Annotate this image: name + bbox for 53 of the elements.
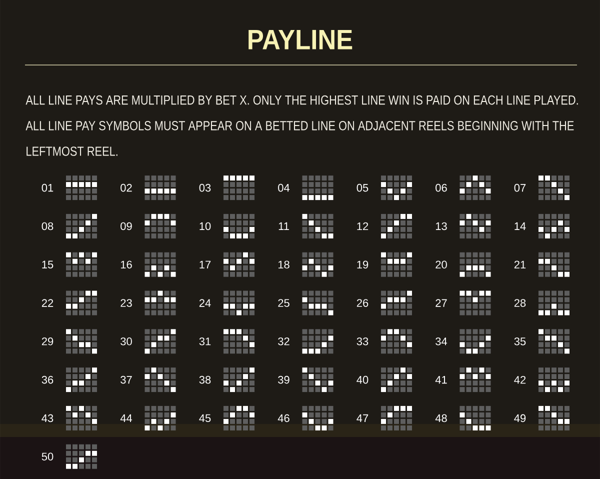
line-number: 38	[199, 376, 211, 384]
line-number: 19	[357, 260, 368, 268]
line-number: 03	[199, 184, 211, 192]
line-number: 08	[42, 222, 54, 230]
line-number: 11	[278, 222, 289, 230]
line-number: 13	[436, 222, 447, 230]
line-number: 14	[514, 222, 526, 230]
line-number: 02	[120, 184, 132, 192]
title: PAYLINE	[248, 30, 352, 50]
line-number: 41	[435, 376, 447, 384]
line-number: 01	[42, 184, 54, 192]
line-number: 45	[199, 414, 211, 422]
line-number: 10	[200, 222, 211, 230]
line-number: 15	[42, 260, 54, 268]
line-number: 28	[514, 299, 526, 307]
line-number: 29	[42, 338, 54, 346]
line-number: 24	[199, 299, 211, 307]
line-number: 31	[199, 338, 211, 346]
line-number: 20	[436, 260, 447, 268]
line-number: 17	[200, 260, 211, 268]
line-number: 44	[120, 414, 132, 422]
line-number: 23	[120, 299, 132, 307]
line-number: 30	[120, 338, 132, 346]
line-number: 42	[514, 376, 526, 384]
line-number: 07	[514, 184, 526, 192]
line-number: 26	[356, 299, 368, 307]
line-number: 34	[436, 338, 448, 346]
line-number: 16	[120, 260, 132, 268]
line-number: 49	[514, 414, 526, 422]
line-number: 12	[357, 222, 368, 230]
line-number: 09	[120, 222, 132, 230]
rules-text: ALL LINE PAYS ARE MULTIPLIED BY BET X. ONLY THE HIGHEST LINE WIN IS PAID ON EACH LINE PLAYED.	[26, 95, 578, 105]
line-number: 48	[435, 414, 447, 422]
line-number: 27	[436, 299, 447, 307]
rules-text: ALL LINE PAY SYMBOLS MUST APPEAR ON A BETTED LINE ON ADJACENT REELS BEGINNING WITH THE LEFTMOST REEL.	[26, 120, 574, 156]
line-number: 18	[278, 260, 290, 268]
line-number: 46	[278, 414, 290, 422]
line-number: 43	[42, 414, 54, 422]
line-number: 04	[278, 184, 290, 192]
line-number: 06	[436, 184, 447, 192]
line-number: 33	[356, 338, 368, 346]
line-number: 32	[278, 338, 290, 346]
line-number: 36	[42, 376, 54, 384]
line-number: 39	[278, 376, 290, 384]
line-number: 22	[42, 299, 54, 307]
line-number: 05	[356, 184, 368, 192]
line-number: 47	[356, 414, 368, 422]
line-number: 35	[514, 338, 526, 346]
line-number: 37	[120, 376, 132, 384]
line-number: 50	[42, 452, 54, 460]
line-number: 25	[278, 299, 290, 307]
line-number: 21	[514, 260, 526, 268]
line-number: 40	[356, 376, 368, 384]
